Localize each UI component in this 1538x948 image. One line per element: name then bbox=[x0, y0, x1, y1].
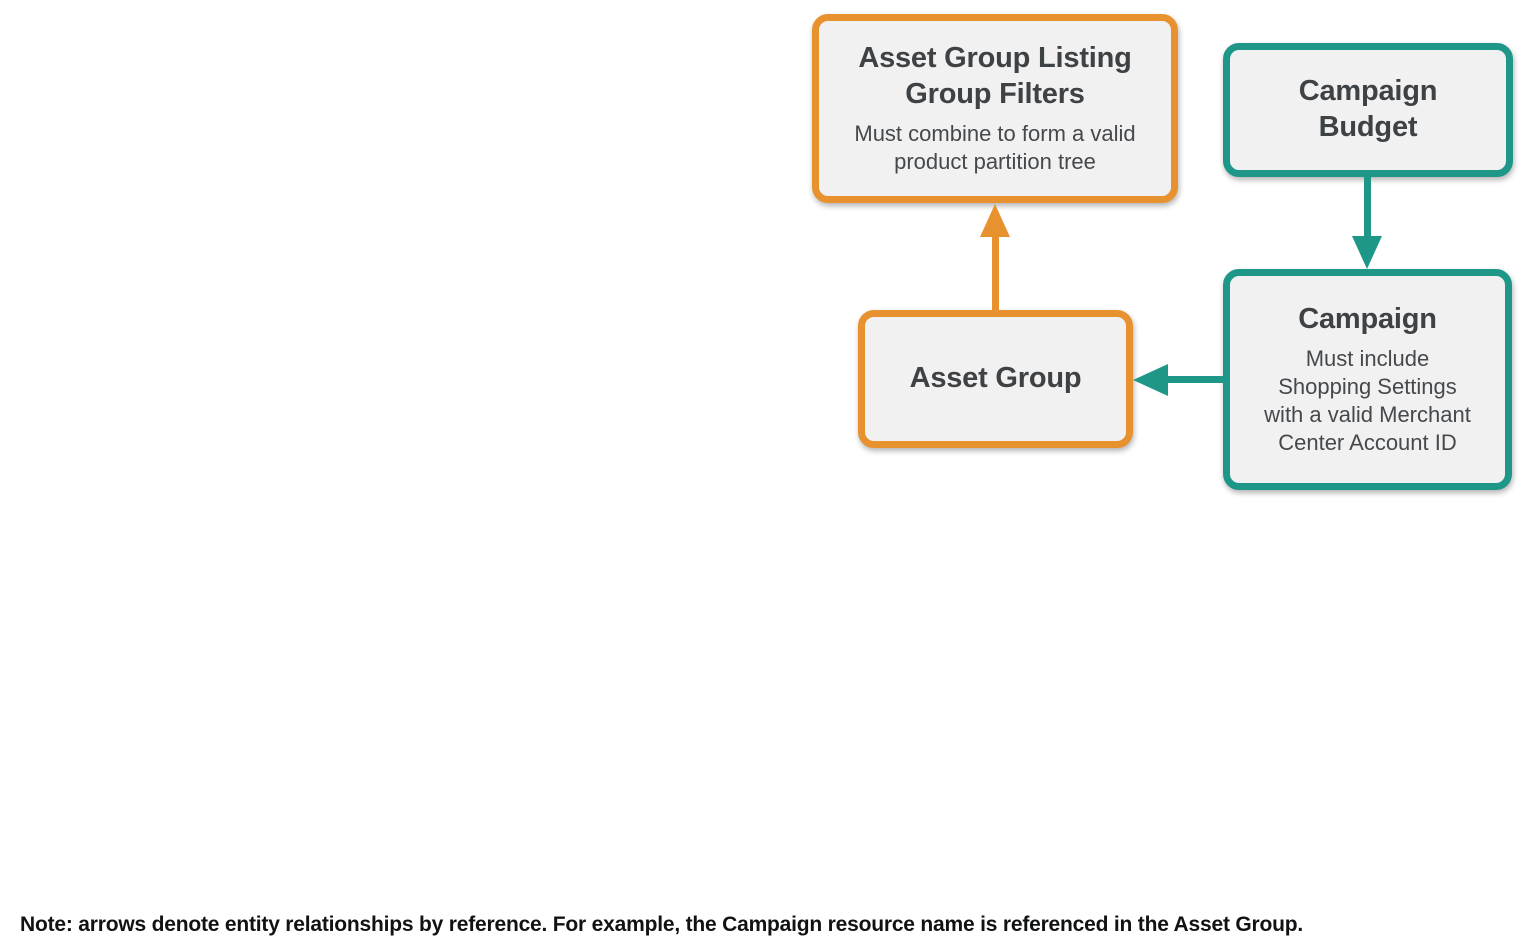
node-asset-group-listing-group-filters: Asset Group Listing Group Filters Must c… bbox=[812, 14, 1178, 203]
node-subtitle: Must include Shopping Settings with a va… bbox=[1264, 346, 1471, 455]
node-title: Campaign Budget bbox=[1298, 75, 1438, 143]
node-title: Asset Group Listing Group Filters bbox=[858, 42, 1132, 111]
arrow-shaft bbox=[1364, 176, 1371, 238]
node-asset-group: Asset Group bbox=[858, 310, 1133, 448]
node-subtitle: Must combine to form a valid product par… bbox=[854, 121, 1136, 174]
note-text: Note: arrows denote entity relationships… bbox=[20, 913, 1303, 936]
node-campaign-budget: Campaign Budget bbox=[1223, 43, 1513, 177]
arrowhead-down-icon bbox=[1352, 236, 1382, 269]
node-title: Asset Group bbox=[909, 362, 1082, 395]
arrowhead-left-icon bbox=[1133, 364, 1168, 396]
arrowhead-up-icon bbox=[980, 204, 1010, 237]
node-title: Campaign bbox=[1298, 303, 1437, 336]
arrow-shaft bbox=[1166, 376, 1224, 383]
arrow-shaft bbox=[992, 234, 999, 312]
node-campaign: Campaign Must include Shopping Settings … bbox=[1223, 269, 1512, 490]
